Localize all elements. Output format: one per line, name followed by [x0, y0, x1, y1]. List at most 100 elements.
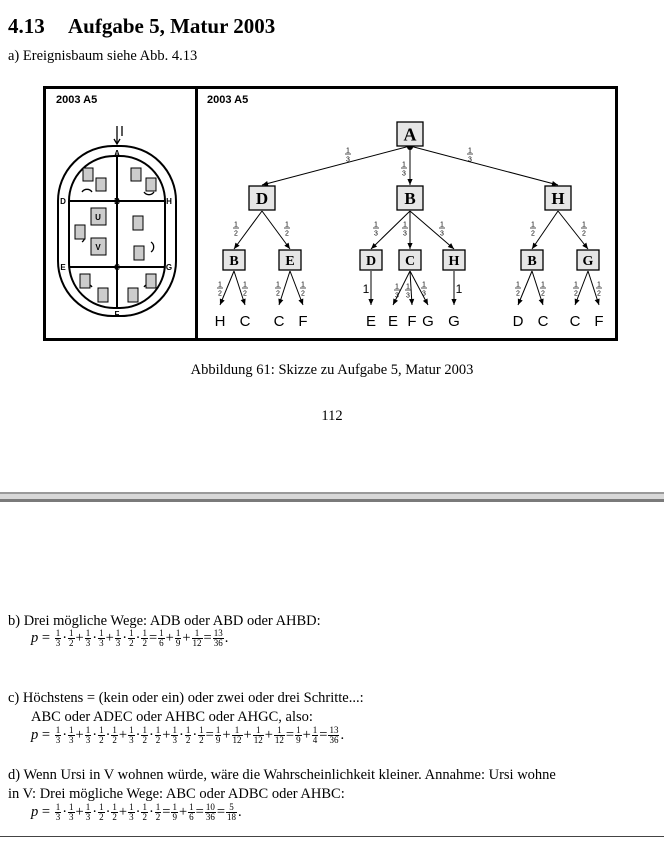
prob-l2-5-den: 2 [531, 231, 535, 238]
prob-l2-1-den: 2 [285, 231, 289, 238]
part-d-line2: in V: Drei mögliche Wege: ABC oder ADBC … [8, 786, 345, 802]
tree-node-root: A [404, 124, 417, 144]
figure-frame [43, 86, 618, 341]
tree-node-l1-0: D [256, 189, 268, 208]
prob-leaf-6-num: 1 [406, 284, 410, 291]
map-label-c: C [114, 263, 120, 272]
tree-node-l1-1: B [404, 189, 415, 208]
tree-leaf-7: G [422, 313, 434, 326]
map-label-f: F [115, 310, 120, 319]
prob-leaf-8: 1 [456, 282, 463, 296]
map-label-d: D [60, 197, 66, 206]
prob-leaf-7-den: 3 [422, 291, 426, 298]
part-a-text: a) Ereignisbaum siehe Abb. 4.13 [8, 48, 198, 64]
prob-leaf-3-num: 1 [301, 282, 305, 289]
prob-leaf-9-den: 2 [516, 291, 520, 298]
map-label-h: H [166, 197, 172, 206]
prob-leaf-10-num: 1 [541, 282, 545, 289]
tree-node-l2-1: E [285, 254, 294, 269]
prob-leaf-10-den: 2 [541, 291, 545, 298]
bottom-rule [0, 836, 664, 837]
page-break-band [0, 492, 664, 502]
tree-leaf-2: C [274, 313, 285, 326]
prob-leaf-2-num: 1 [276, 282, 280, 289]
prob-l1-0-den: 3 [346, 157, 350, 164]
section-heading: 4.13 Aufgabe 5, Matur 2003 [8, 14, 275, 39]
tree-node-l2-2: D [366, 254, 376, 269]
figure-caption: Abbildung 61: Skizze zu Aufgabe 5, Matur… [190, 362, 474, 378]
tree-leaf-5: E [388, 313, 398, 326]
part-c-line2: ABC oder ADEC oder AHBC oder AHGC, also: [31, 709, 313, 725]
prob-l1-1-den: 3 [402, 171, 406, 178]
prob-leaf-4: 1 [363, 282, 370, 296]
tree-leaf-3: F [298, 313, 307, 326]
tree-leaf-4: E [366, 313, 376, 326]
prob-leaf-11-num: 1 [574, 282, 578, 289]
prob-l1-2-num: 1 [468, 148, 472, 155]
prob-l2-6-num: 1 [582, 222, 586, 229]
prob-l2-6-den: 2 [582, 231, 586, 238]
prob-l2-3-den: 3 [403, 231, 407, 238]
prob-l2-3-num: 1 [403, 222, 407, 229]
prob-l2-2-num: 1 [374, 222, 378, 229]
prob-leaf-2-den: 2 [276, 291, 280, 298]
tree-leaf-0: H [215, 313, 226, 326]
tree-leaf-6: F [407, 313, 416, 326]
section-number: 4.13 [8, 14, 45, 38]
prob-leaf-1-den: 2 [243, 291, 247, 298]
tree-leaf-10: C [538, 313, 549, 326]
prob-l2-4-num: 1 [440, 222, 444, 229]
prob-leaf-7-num: 1 [422, 282, 426, 289]
prob-leaf-5-den: 3 [395, 293, 399, 300]
tree-node-l1-2: H [551, 189, 564, 208]
prob-l2-2-den: 3 [374, 231, 378, 238]
left-panel-label: 2003 A5 [56, 94, 98, 106]
map-label-b: B [114, 197, 120, 206]
tree-node-l2-0: B [229, 254, 238, 269]
section-title: Aufgabe 5, Matur 2003 [68, 14, 276, 38]
prob-l1-1-num: 1 [402, 162, 406, 169]
figure-divider [195, 86, 198, 341]
prob-leaf-11-den: 2 [574, 291, 578, 298]
tree-node-l2-6: G [583, 254, 594, 269]
map-label-e: E [60, 263, 66, 272]
building-map-diagram: A D B H U V E C G F [57, 126, 177, 319]
prob-leaf-5-num: 1 [395, 284, 399, 291]
part-d-line1: d) Wenn Ursi in V wohnen würde, wäre die… [8, 767, 556, 783]
tree-node-l2-3: C [405, 254, 415, 269]
tree-leaf-12: F [594, 313, 603, 326]
prob-leaf-6-den: 3 [406, 293, 410, 300]
tree-node-l2-4: H [449, 254, 460, 269]
prob-l2-4-den: 3 [440, 231, 444, 238]
prob-leaf-0-den: 2 [218, 291, 222, 298]
part-b-text: b) Drei mögliche Wege: ADB oder ABD oder… [8, 613, 321, 629]
tree-leaf-8: G [448, 313, 460, 326]
tree-leaf-11: C [570, 313, 581, 326]
tree-leaf-9: D [513, 313, 524, 326]
map-label-a: A [114, 149, 120, 158]
prob-l2-5-num: 1 [531, 222, 535, 229]
prob-leaf-12-num: 1 [597, 282, 601, 289]
prob-leaf-3-den: 2 [301, 291, 305, 298]
prob-l2-1-num: 1 [285, 222, 289, 229]
prob-leaf-1-num: 1 [243, 282, 247, 289]
right-panel-label: 2003 A5 [207, 94, 249, 106]
prob-l1-2-den: 3 [468, 157, 472, 164]
map-label-u: U [95, 213, 101, 222]
prob-l1-0-num: 1 [346, 148, 350, 155]
tree-leaf-1: C [240, 313, 251, 326]
page-number: 112 [321, 408, 343, 424]
prob-l2-0-num: 1 [234, 222, 238, 229]
part-c-line1: c) Höchstens = (kein oder ein) oder zwei… [8, 690, 364, 706]
prob-leaf-0-num: 1 [218, 282, 222, 289]
map-label-v: V [95, 243, 101, 252]
map-label-g: G [166, 263, 172, 272]
prob-leaf-9-num: 1 [516, 282, 520, 289]
tree-node-l2-5: B [527, 254, 536, 269]
prob-leaf-12-den: 2 [597, 291, 601, 298]
prob-l2-0-den: 2 [234, 231, 238, 238]
